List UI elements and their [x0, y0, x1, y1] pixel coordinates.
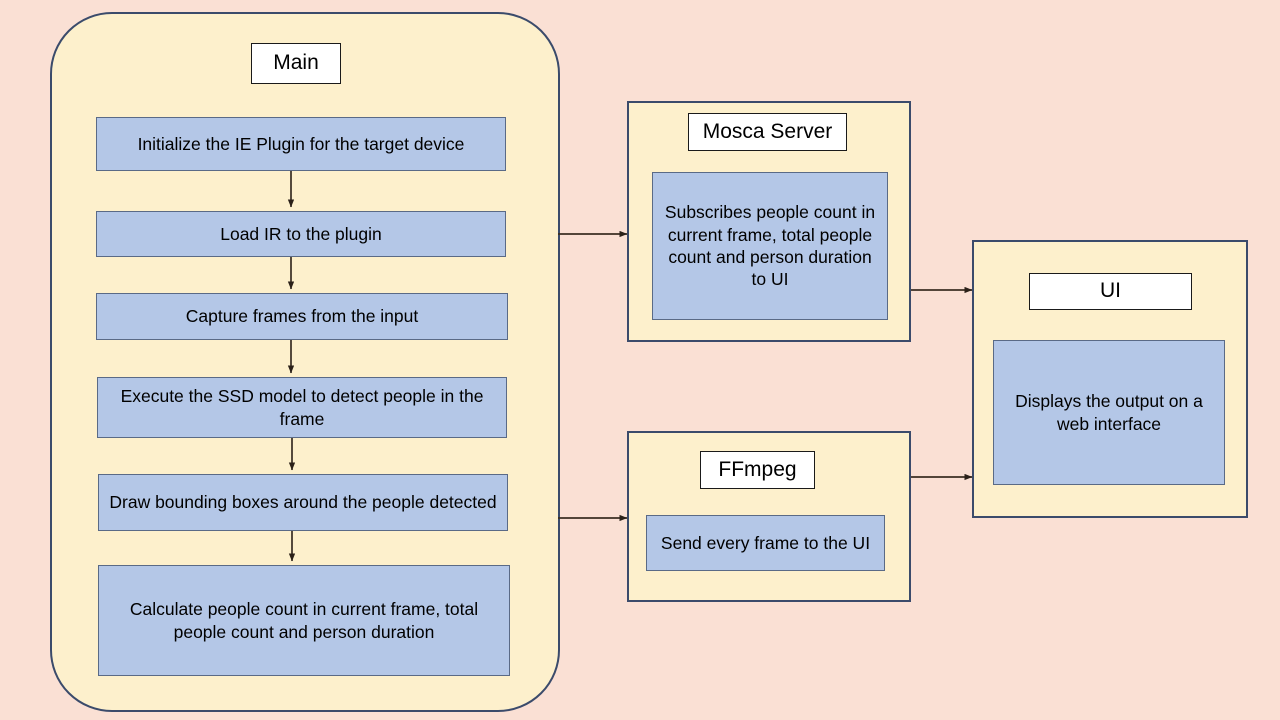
main-step-initialize-ie-plugin-label: Initialize the IE Plugin for the target …	[137, 133, 465, 154]
main-step-draw-bounding-boxes-label: Draw bounding boxes around the people de…	[109, 492, 497, 513]
group-main-title: Main	[251, 43, 341, 84]
main-step-execute-ssd-model: Execute the SSD model to detect people i…	[97, 377, 507, 438]
main-step-draw-bounding-boxes: Draw bounding boxes around the people de…	[98, 474, 508, 531]
main-step-capture-frames-label: Capture frames from the input	[185, 306, 419, 327]
mosca-step-subscribe-counts: Subscribes people count in current frame…	[652, 172, 888, 320]
group-ui-title: UI	[1029, 273, 1192, 310]
ui-step-display-output: Displays the output on a web interface	[993, 340, 1225, 485]
main-step-load-ir: Load IR to the plugin	[96, 211, 506, 257]
main-step-load-ir-label: Load IR to the plugin	[220, 223, 382, 244]
mosca-step-subscribe-counts-label: Subscribes people count in current frame…	[664, 202, 876, 290]
group-ffmpeg-title: FFmpeg	[700, 451, 815, 489]
main-step-execute-ssd-model-label: Execute the SSD model to detect people i…	[120, 386, 484, 429]
main-step-calculate-people-count: Calculate people count in current frame,…	[98, 565, 510, 676]
group-mosca-server-title: Mosca Server	[688, 113, 847, 151]
ui-step-display-output-label: Displays the output on a web interface	[1015, 391, 1203, 434]
main-step-initialize-ie-plugin: Initialize the IE Plugin for the target …	[96, 117, 506, 171]
main-step-calculate-people-count-label: Calculate people count in current frame,…	[129, 599, 479, 642]
main-step-capture-frames: Capture frames from the input	[96, 293, 508, 340]
ffmpeg-step-send-frames-label: Send every frame to the UI	[660, 532, 871, 553]
ffmpeg-step-send-frames: Send every frame to the UI	[646, 515, 885, 571]
